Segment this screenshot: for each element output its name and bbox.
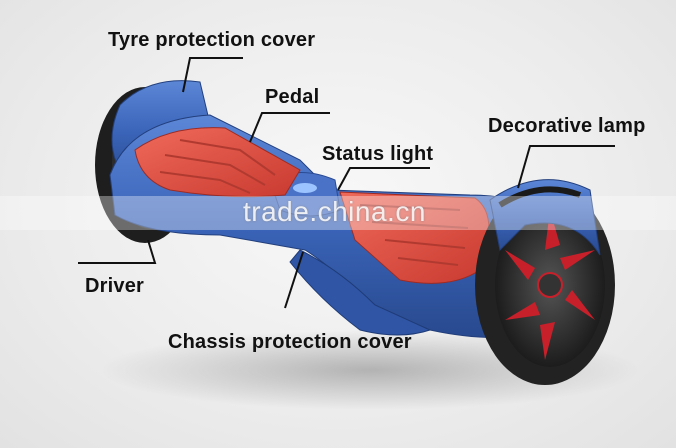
chassis-protection-cover: [289, 249, 432, 336]
pedal-left-grip: [159, 139, 276, 194]
label-driver: Driver: [85, 275, 145, 297]
leader-status-light: [337, 167, 430, 191]
label-pedal: Pedal: [265, 86, 320, 108]
leader-driver: [78, 239, 157, 264]
decorative-lamp: [498, 186, 582, 208]
label-status-light: Status light: [322, 143, 434, 165]
pedal-right-grip: [359, 204, 469, 266]
watermark: trade.china.cn: [243, 196, 426, 227]
leader-tyre-cover: [182, 57, 243, 93]
leader-decorative-lamp: [517, 145, 615, 189]
watermark-band: [0, 196, 676, 230]
status-light: [293, 183, 317, 193]
label-tyre-protection-cover: Tyre protection cover: [108, 29, 316, 51]
leader-pedal: [249, 112, 330, 143]
label-chassis-protection-cover: Chassis protection cover: [168, 331, 412, 353]
leader-chassis: [284, 251, 304, 309]
label-decorative-lamp: Decorative lamp: [488, 115, 646, 137]
leader-lines: [78, 57, 615, 309]
